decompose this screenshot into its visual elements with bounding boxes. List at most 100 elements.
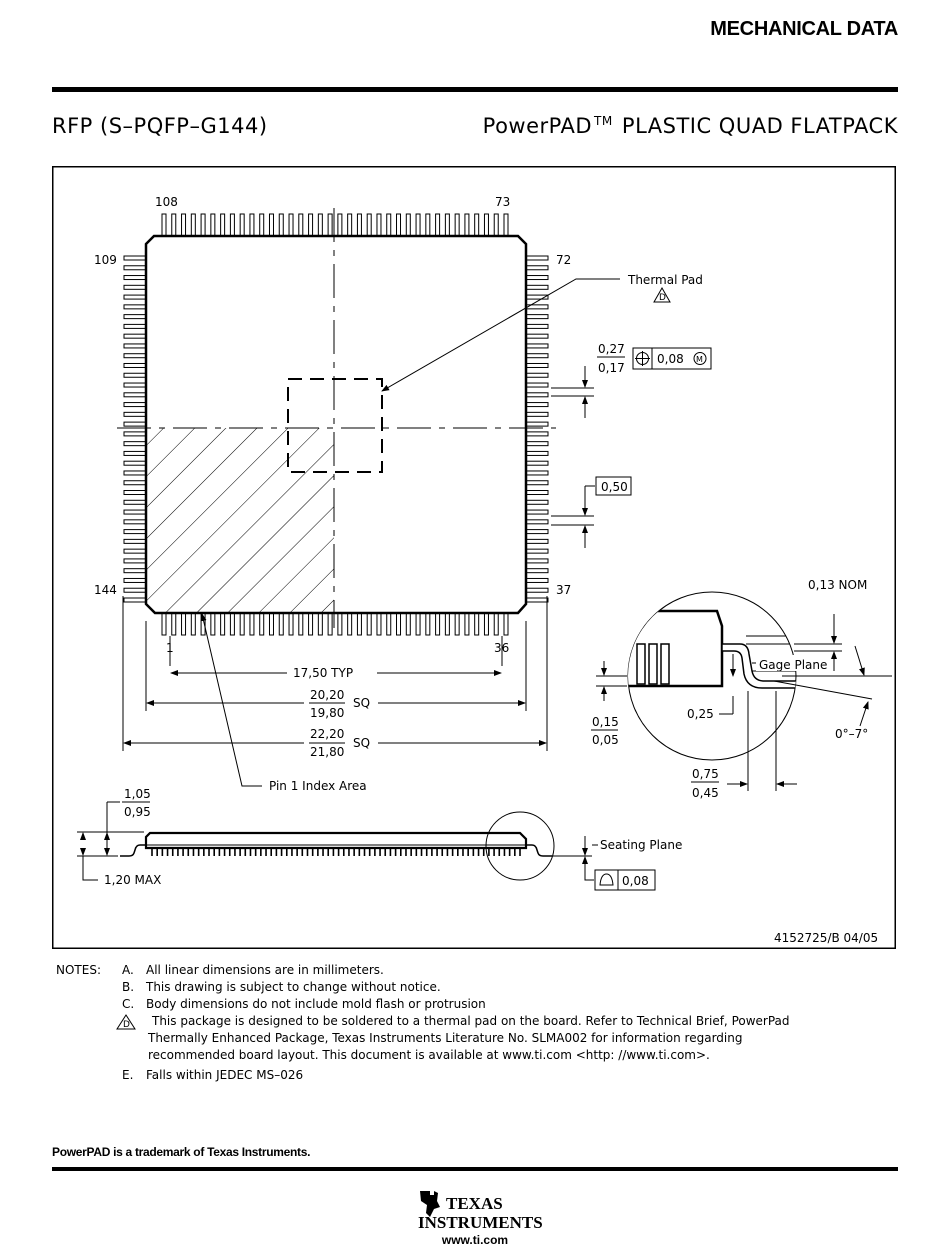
- lead-left: [123, 323, 147, 329]
- lead-top: [308, 213, 314, 237]
- note-text: All linear dimensions are in millimeters…: [146, 963, 384, 977]
- lead-bottom: [366, 612, 372, 636]
- lead-bottom: [376, 612, 382, 636]
- pin-label-144: 144: [94, 583, 117, 597]
- lead-right: [525, 362, 549, 368]
- lead-left: [123, 499, 147, 505]
- lead-top: [376, 213, 382, 237]
- lead-right: [525, 431, 549, 437]
- lead-right: [525, 499, 549, 505]
- lead-bottom: [210, 612, 216, 636]
- lead-left: [123, 470, 147, 476]
- lead-right: [525, 265, 549, 271]
- note-letter: B.: [122, 980, 135, 994]
- lead-bottom: [298, 612, 304, 636]
- dim-span-typ: 17,50 TYP: [293, 666, 353, 680]
- lead-right: [525, 450, 549, 456]
- lead-left: [123, 587, 147, 593]
- lead-top: [366, 213, 372, 237]
- dim-body-sq: SQ: [353, 696, 370, 710]
- note-letter: E.: [122, 1068, 134, 1082]
- lead-left: [123, 382, 147, 388]
- lead-top: [210, 213, 216, 237]
- lead-top: [317, 213, 323, 237]
- note-text: This drawing is subject to change withou…: [146, 980, 441, 994]
- note-row-a: NOTES: A. All linear dimensions are in m…: [56, 962, 906, 979]
- lead-bottom: [356, 612, 362, 636]
- svg-text:D: D: [123, 1020, 130, 1030]
- lead-right: [525, 460, 549, 466]
- lead-bottom: [190, 612, 196, 636]
- lead-width-min: 0,17: [598, 361, 625, 375]
- dim-overall-min: 21,80: [310, 745, 344, 759]
- svg-text:D: D: [659, 293, 666, 303]
- note-text: Falls within JEDEC MS–026: [146, 1068, 304, 1082]
- lead-top: [503, 213, 509, 237]
- lead-left: [123, 490, 147, 496]
- lead-bottom: [425, 612, 431, 636]
- dim-standoff-max: 0,15: [592, 715, 619, 729]
- lead-bottom: [308, 612, 314, 636]
- package-title-desc: PLASTIC QUAD FLATPACK: [621, 114, 898, 138]
- lead-bottom: [337, 612, 343, 636]
- coplanarity-value: 0,08: [622, 874, 649, 888]
- dim-gage: 0,25: [687, 707, 714, 721]
- lead-right: [525, 529, 549, 535]
- pin1-index-label: Pin 1 Index Area: [269, 779, 367, 793]
- side-detail-circle: [485, 811, 555, 881]
- dim-overall-sq: SQ: [353, 736, 370, 750]
- package-body: [144, 234, 528, 615]
- lead-right: [525, 519, 549, 525]
- lead-left: [123, 294, 147, 300]
- lead-left: [123, 441, 147, 447]
- svg-text:INSTRUMENTS: INSTRUMENTS: [418, 1213, 543, 1232]
- lead-right: [525, 577, 549, 583]
- dim-overall-max: 22,20: [310, 727, 344, 741]
- lead-top: [493, 213, 499, 237]
- lead-left: [123, 353, 147, 359]
- profile-icon: [599, 873, 614, 886]
- lead-top: [356, 213, 362, 237]
- lead-right: [525, 470, 549, 476]
- lead-left: [123, 597, 147, 603]
- dim-body-min: 19,80: [310, 706, 344, 720]
- dim-thickness: 0,13 NOM: [808, 578, 867, 592]
- lead-top: [386, 213, 392, 237]
- lead-top: [181, 213, 187, 237]
- lead-right: [525, 323, 549, 329]
- package-id: RFP (S–PQFP–G144): [52, 114, 268, 138]
- lead-left: [123, 568, 147, 574]
- lead-bottom: [396, 612, 402, 636]
- lead-width-max: 0,27: [598, 342, 625, 356]
- lead-right: [525, 490, 549, 496]
- lead-top: [464, 213, 470, 237]
- lead-left: [123, 402, 147, 408]
- note-row-d-cont1: Thermally Enhanced Package, Texas Instru…: [56, 1030, 906, 1047]
- lead-top: [396, 213, 402, 237]
- ti-logo: TEXAS INSTRUMENTS: [418, 1191, 543, 1232]
- lead-right: [525, 509, 549, 515]
- coplanarity-frame: 0,08: [594, 869, 656, 891]
- lead-right: [525, 275, 549, 281]
- lead-top: [444, 213, 450, 237]
- lead-right: [525, 284, 549, 290]
- lead-top: [425, 213, 431, 237]
- header-rule: [52, 87, 898, 92]
- lead-top: [259, 213, 265, 237]
- note-row-b: B. This drawing is subject to change wit…: [56, 979, 906, 996]
- lead-top: [278, 213, 284, 237]
- drawing-number: 4152725/B 04/05: [774, 931, 878, 945]
- lead-left: [123, 480, 147, 486]
- dim-body-max: 20,20: [310, 688, 344, 702]
- ti-url: www.ti.com: [441, 1233, 509, 1247]
- lead-top: [435, 213, 441, 237]
- pin-label-109: 109: [94, 253, 117, 267]
- lead-left: [123, 304, 147, 310]
- notes-block: NOTES: A. All linear dimensions are in m…: [56, 962, 906, 1084]
- position-tolerance-frame: 0,08 M: [632, 347, 712, 370]
- lead-right: [525, 421, 549, 427]
- lead-top: [347, 213, 353, 237]
- pitch-value: 0,50: [601, 480, 628, 494]
- lead-left: [123, 577, 147, 583]
- trademark-mark: TM: [594, 114, 613, 128]
